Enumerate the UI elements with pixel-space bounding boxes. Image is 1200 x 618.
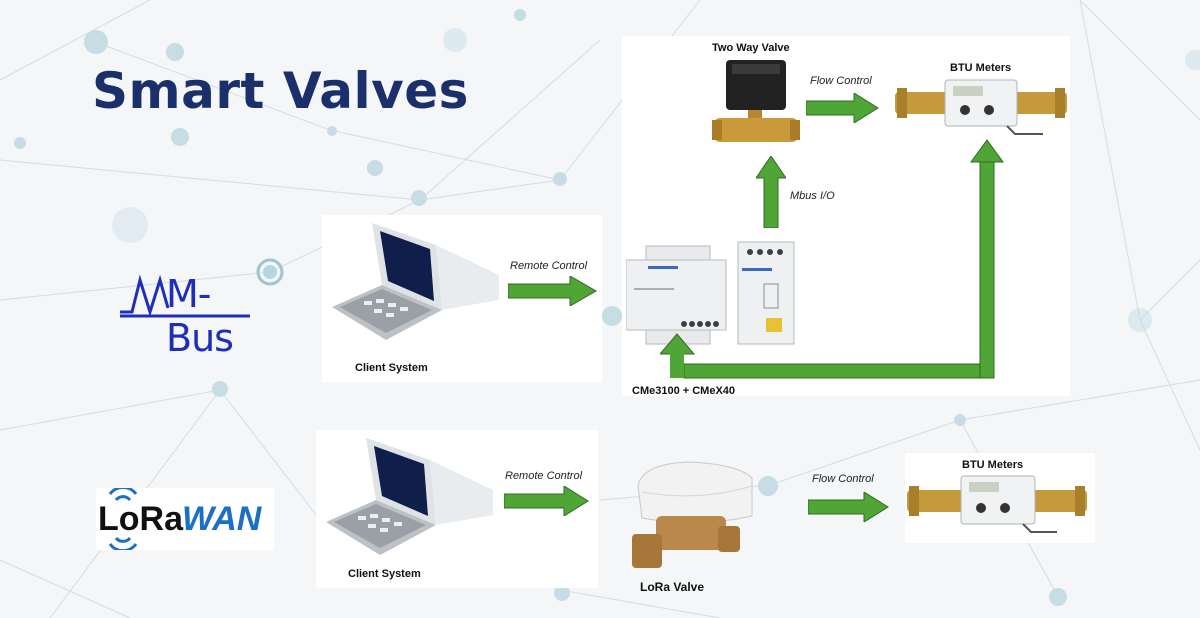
feedback-arrow: [660, 139, 1004, 379]
mbus-logo: M-Bus: [112, 270, 257, 360]
wan-label: WAN: [182, 500, 262, 538]
lorawan-logo: LoRa WAN: [96, 488, 274, 550]
lora-remote-control-label: Remote Control: [505, 470, 583, 482]
two-way-valve-label: Two Way Valve: [712, 42, 790, 54]
gateway-label: CMe3100 + CMeX40: [632, 385, 736, 397]
page-title: Smart Valves: [92, 62, 469, 120]
remote-control-arrow: [508, 276, 598, 306]
lora-valve-icon: [632, 461, 753, 568]
mbus-io-label: Mbus I/O: [790, 190, 835, 202]
mbus-label: M-Bus: [166, 272, 234, 360]
mbus-client-system-label: Client System: [355, 362, 428, 374]
mbus-btu-meters-label: BTU Meters: [950, 62, 1012, 74]
two-way-valve-icon: [712, 60, 800, 142]
remote-control-arrow: [504, 486, 589, 516]
flow-control-arrow: [808, 492, 889, 522]
flow-control-arrow: [806, 93, 879, 123]
mbus-io-arrow: [756, 156, 786, 228]
lora-valve-label: LoRa Valve: [640, 580, 705, 594]
lora-flow-control-label: Flow Control: [812, 473, 874, 485]
laptop-icon: [326, 438, 493, 555]
lora-label: LoRa: [98, 500, 183, 538]
mbus-wave-icon: [120, 274, 250, 318]
lora-signal-icon: [108, 488, 138, 550]
btu-meter-icon: [907, 475, 1087, 533]
lora-btu-meters-label: BTU Meters: [962, 459, 1024, 471]
btu-meter-icon: [895, 79, 1067, 135]
mbus-flow-control-label: Flow Control: [810, 75, 872, 87]
laptop-icon: [332, 223, 499, 340]
lora-client-system-label: Client System: [348, 568, 421, 580]
mbus-remote-control-label: Remote Control: [510, 260, 588, 272]
cme3100-gateway-icon: [626, 241, 795, 345]
